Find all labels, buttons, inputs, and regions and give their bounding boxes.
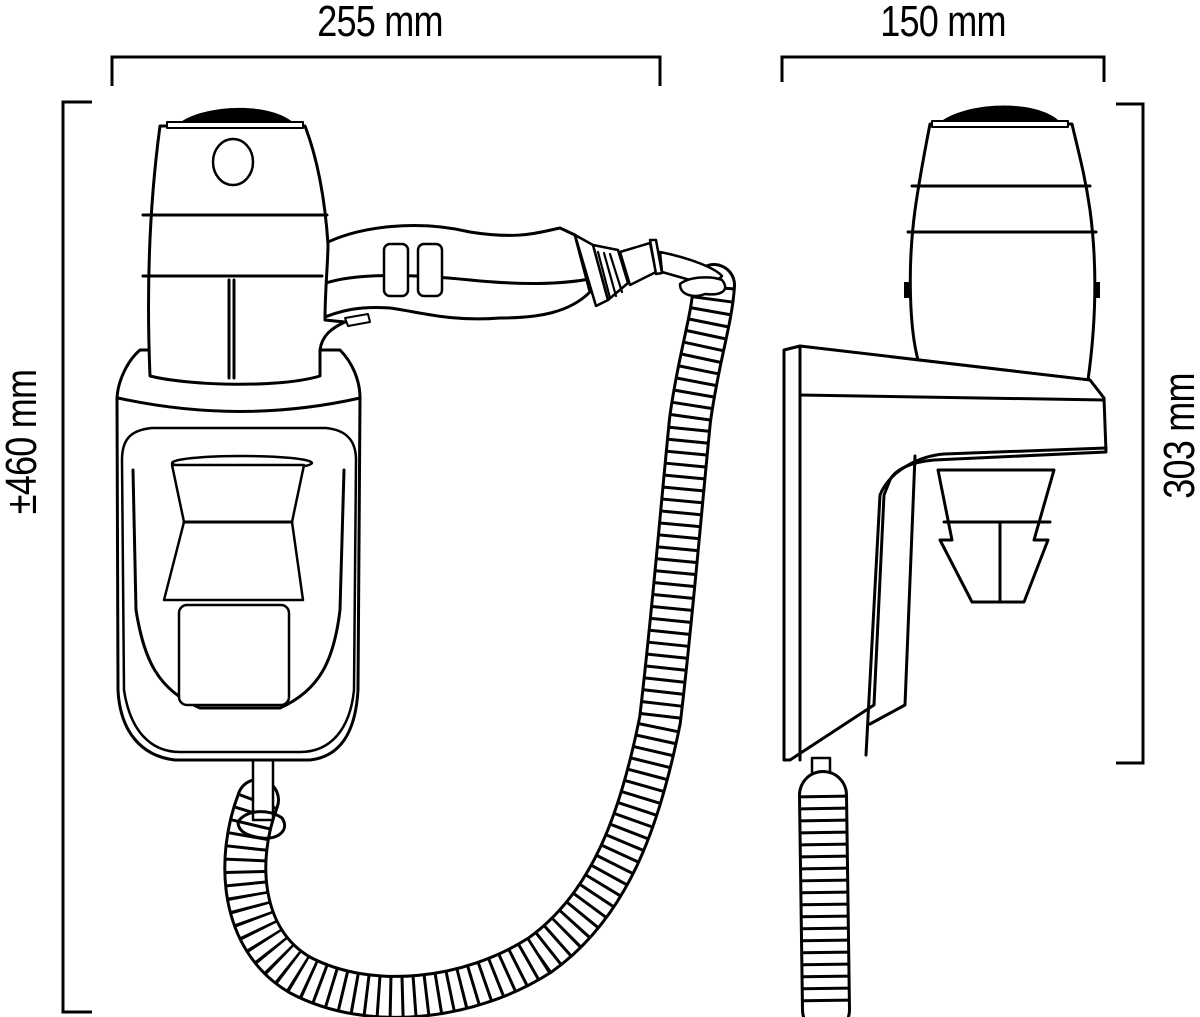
front-width-bracket: [110, 55, 662, 86]
side-coiled-cord-icon: [798, 770, 851, 1017]
total-height-bracket: [61, 100, 92, 1014]
side-width-label: 150 mm: [880, 0, 1006, 46]
coiled-cord-icon: [223, 263, 736, 1017]
side-height-bracket: [1116, 102, 1145, 765]
side-view: [782, 105, 1108, 1017]
side-height-label: 303 mm: [1155, 373, 1200, 499]
side-width-bracket: [780, 55, 1106, 82]
front-view: [115, 107, 736, 1017]
total-height-label: ±460 mm: [0, 369, 46, 515]
front-width-label: 255 mm: [317, 0, 443, 46]
dimension-lines: [61, 55, 1145, 1014]
